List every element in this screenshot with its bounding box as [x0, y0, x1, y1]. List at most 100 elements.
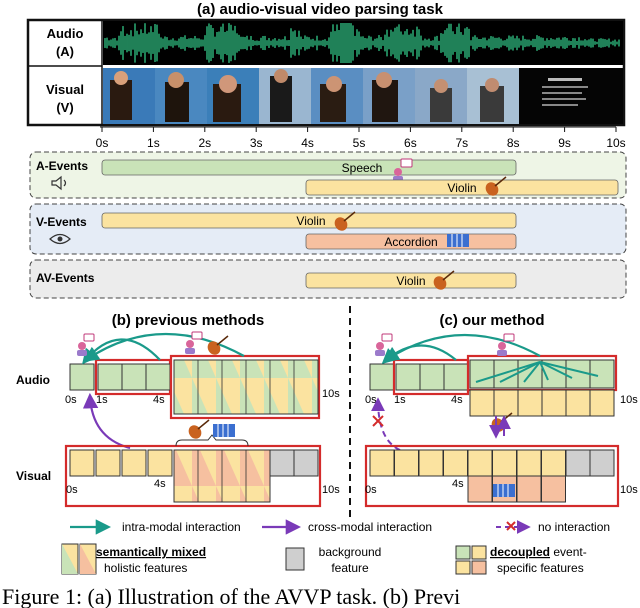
a-events-label: A-Events [36, 159, 88, 173]
speaker-icon [51, 175, 67, 191]
accordion-icon [493, 484, 515, 497]
title-a: (a) audio-visual video parsing task [197, 1, 444, 18]
accordion-bar-label: Accordion [384, 235, 437, 249]
c-audio-seg [369, 363, 395, 391]
legend-cross: cross-modal interaction [308, 520, 432, 534]
b-intra-arrow-2 [83, 332, 245, 362]
speaker-person-icon [497, 333, 515, 356]
b-t4: 4s [153, 394, 165, 406]
c-violin-seg [517, 389, 543, 417]
audio-label-abbr: (A) [56, 44, 74, 59]
c-fan-line [523, 361, 541, 383]
tick-label: 4s [301, 136, 314, 150]
v-violin-bar-label: Violin [296, 214, 325, 228]
c-violin-seg [493, 389, 519, 417]
legend-mixed-swatch [61, 543, 97, 575]
av-violin-bar-label: Violin [396, 274, 425, 288]
tick-label: 9s [558, 136, 571, 150]
audio-waveform [104, 23, 620, 63]
c-t10-audio: 10s [620, 394, 638, 406]
legend-mixed-rest: holistic features [104, 561, 187, 575]
tick-label: 10s [606, 136, 625, 150]
v-events-label: V-Events [36, 215, 87, 229]
speaker-person-icon [77, 333, 95, 356]
accordion-icon [447, 234, 469, 247]
tick-label: 2s [198, 136, 211, 150]
c-violin-seg [565, 389, 591, 417]
c-fan-line [539, 361, 573, 379]
c-fan-line [475, 361, 541, 383]
b-t10-visual: 10s [322, 484, 340, 496]
audio-label: Audio [47, 26, 84, 41]
c-visual-accordion-seg [467, 475, 493, 503]
legend-bg-2: feature [331, 561, 369, 575]
tick-label: 0s [96, 136, 109, 150]
violin-icon [207, 335, 229, 355]
b-audio-seg [69, 363, 95, 391]
c-t4: 4s [451, 394, 463, 406]
a-violin-bar [305, 179, 619, 196]
c-t0-visual: 0s [365, 484, 377, 496]
title-c: (c) our method [440, 312, 545, 329]
c-visual-redbox [364, 444, 620, 508]
legend-decoupled: decoupled event- [490, 545, 587, 559]
c-fan-line [539, 361, 549, 381]
c-visual-violin-seg [443, 449, 468, 477]
speaker-person-icon [185, 331, 203, 354]
legend-dec-bold: decoupled [490, 545, 550, 559]
b-audio-redbox-2 [169, 354, 321, 420]
legend-none: no interaction [538, 520, 610, 534]
violin-icon [334, 211, 356, 231]
b-t10-audio: 10s [322, 388, 340, 400]
violin-icon [433, 270, 455, 290]
tick-label: 7s [455, 136, 468, 150]
c-violin-seg [589, 389, 615, 417]
c-visual-violin-seg [541, 449, 566, 477]
c-fan-line [499, 361, 541, 383]
c-visual-violin-seg [516, 449, 542, 477]
violin-icon [188, 419, 210, 439]
b-t4-visual: 4s [154, 478, 166, 490]
c-violin-seg [469, 389, 495, 417]
c-t1: 1s [394, 394, 406, 406]
c-visual-accordion-seg [516, 475, 542, 503]
speaker-person-icon [375, 333, 393, 356]
b-intra-arrow-1 [82, 338, 161, 365]
c-visual-accordion-features [467, 475, 566, 503]
c-visual-violin-seg [467, 449, 493, 477]
av-violin-bar [305, 272, 517, 289]
violin-icon [485, 176, 507, 196]
b-brace [175, 434, 249, 447]
c-visual-violin-seg [492, 449, 517, 477]
c-intra-fan-arrows [475, 361, 599, 383]
legend-bg-1: background [319, 545, 382, 559]
c-visual-violin-seg [369, 449, 395, 477]
tick-label: 1s [147, 136, 160, 150]
tick-label: 5s [353, 136, 366, 150]
a-violin-bar-label: Violin [447, 181, 476, 195]
legend-dec-rest2: specific features [497, 561, 584, 575]
no-interaction-x [506, 521, 516, 531]
c-visual-violin-seg [418, 449, 444, 477]
av-events-label: AV-Events [36, 271, 95, 285]
c-visual-violin-seg [394, 449, 419, 477]
legend-decoupled-swatch [455, 545, 487, 575]
v-violin-bar [101, 212, 517, 229]
c-fan-line [539, 361, 599, 377]
title-b: (b) previous methods [112, 312, 265, 329]
b-visual-redbox [64, 444, 322, 508]
visual-label: Visual [46, 82, 84, 97]
accordion-icon [213, 424, 235, 437]
c-violin-seg [541, 389, 567, 417]
b-t1: 1s [96, 394, 108, 406]
c-no-interaction-arrow [371, 397, 401, 451]
tick-label: 8s [507, 136, 520, 150]
tick-label: 6s [404, 136, 417, 150]
c-t10-visual: 10s [620, 484, 638, 496]
legend-dec-rest1: event- [550, 545, 587, 559]
c-intra-arrow-2 [383, 333, 541, 362]
c-speech-seg [589, 359, 615, 389]
legend-bg-swatch [285, 547, 305, 571]
speech-bar-label: Speech [342, 161, 383, 175]
